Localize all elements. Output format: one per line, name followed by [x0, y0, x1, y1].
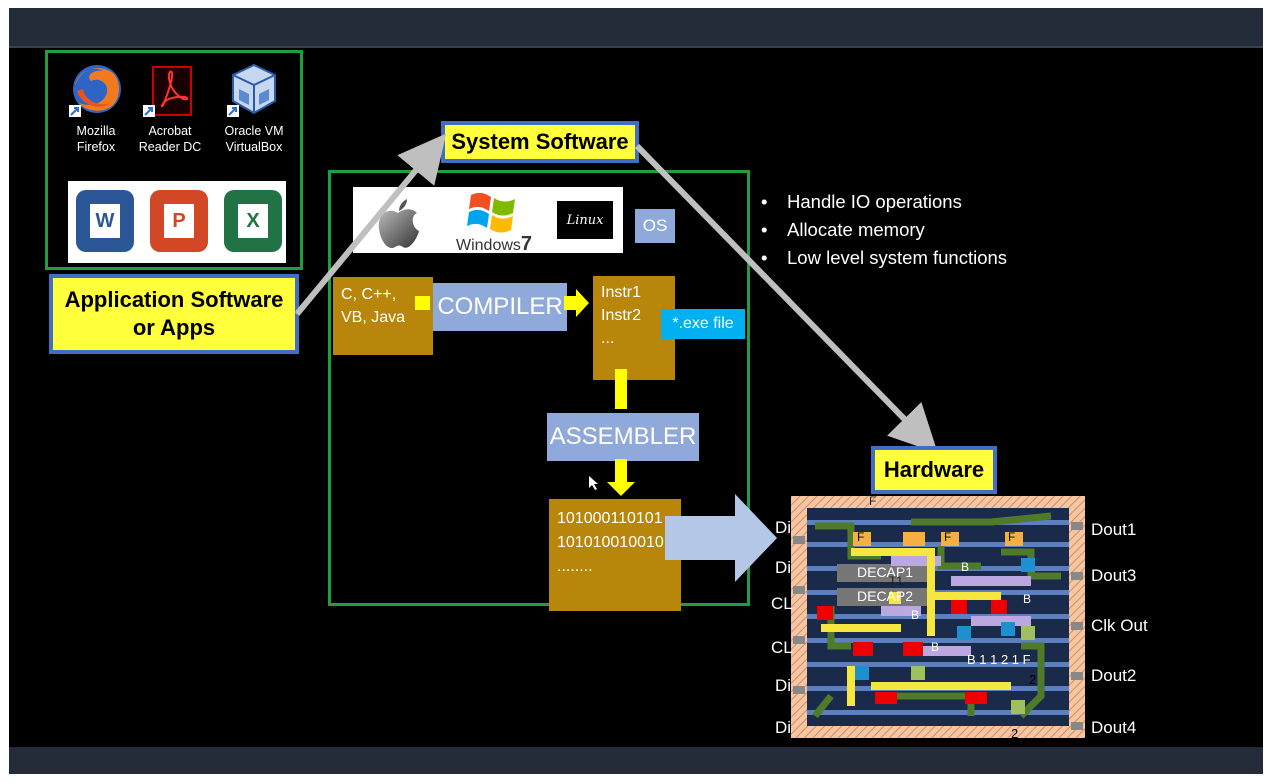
word-icon[interactable]: W [76, 190, 134, 252]
chip-cell-text: F [869, 494, 877, 508]
chip-cell-text: 2 [1011, 726, 1019, 741]
system-to-hardware-arrow [634, 143, 938, 454]
windows7-text: Windows7 [449, 233, 539, 256]
windows-version: 7 [520, 233, 533, 255]
bullet-dot-icon: • [761, 247, 768, 268]
powerpoint-letter: P [164, 204, 194, 238]
binary-to-hardware-arrow [665, 494, 777, 582]
chip-cell-text: T1 [889, 574, 904, 588]
firefox-icon [69, 65, 121, 117]
assembler-box: ASSEMBLER [547, 413, 699, 461]
excel-icon[interactable]: X [224, 190, 282, 252]
decap1-label: DECAP1 [857, 564, 914, 580]
pin-label-left: CL [771, 594, 793, 613]
bullet-item: •Handle IO operations [761, 188, 1007, 216]
compiler-to-instr-arrow [564, 289, 589, 317]
compiler-box: COMPILER [433, 283, 567, 331]
pin-label-right: Dout4 [1091, 718, 1137, 737]
decap1-cell [837, 564, 927, 582]
chip-cell-text: F [944, 530, 952, 544]
top-bar [9, 8, 1263, 48]
mouse-cursor-icon [589, 476, 598, 490]
firefox-label: Mozilla Firefox [76, 124, 116, 154]
word-letter: W [90, 204, 120, 238]
virtualbox-label: Oracle VM VirtualBox [224, 124, 284, 154]
chip-cell-text: B 1 1 2 1 F [967, 652, 1031, 667]
languages-box: C, C++, VB, Java [333, 277, 433, 355]
windows-text: Windows [455, 237, 521, 254]
decap2-label: DECAP2 [857, 588, 914, 604]
office-icons-bar: W P X [68, 181, 286, 263]
pin-label-right: Dout3 [1091, 566, 1137, 585]
binary-code-box: 101000110101 101010010010 ........ [549, 499, 681, 611]
acrobat-shortcut[interactable]: Acrobat Reader DC [130, 61, 210, 155]
lang-to-compiler-arrow [415, 296, 430, 310]
exe-file-box: *.exe file [661, 309, 745, 339]
chip-cell-text: B [1023, 592, 1032, 606]
bottom-bar [9, 747, 1263, 774]
linux-logo: Linux [557, 201, 613, 239]
slide-frame: Mozilla Firefox Acrobat Reader DC Oracle [9, 8, 1263, 774]
pin-label-left: Di [775, 676, 792, 695]
chip-layout: DECAP1 DECAP2 F F F F B B B B 2 2 B 1 1 … [791, 494, 1085, 741]
bullet-dot-icon: • [761, 191, 768, 212]
pin-label-left: CL [771, 638, 793, 657]
chip-cell-text: B [931, 640, 940, 654]
virtualbox-shortcut[interactable]: Oracle VM VirtualBox [214, 61, 294, 155]
acrobat-icon [143, 66, 192, 117]
pin-label-right: Dout1 [1091, 520, 1137, 539]
instr-to-assembler-arrow [615, 369, 627, 409]
firefox-shortcut[interactable]: Mozilla Firefox [56, 61, 136, 155]
pin-label-left: Di [775, 558, 792, 577]
hardware-label: Hardware [871, 446, 997, 494]
bullet-dot-icon: • [761, 219, 768, 240]
pin-label-right: Dout2 [1091, 666, 1137, 685]
chip-cell-text: 2 [1029, 672, 1037, 687]
assembler-to-binary-arrow [607, 459, 635, 496]
powerpoint-icon[interactable]: P [150, 190, 208, 252]
acrobat-label: Acrobat Reader DC [138, 124, 202, 154]
pin-label-left: Di [775, 518, 792, 537]
system-software-label: System Software [441, 121, 639, 163]
app-to-system-arrow [294, 133, 447, 316]
system-functions-list: •Handle IO operations •Allocate memory •… [761, 188, 1007, 272]
arrows-layer [294, 133, 938, 582]
bullet-item: •Allocate memory [761, 216, 1007, 244]
apple-icon [378, 199, 419, 249]
bullet-item: •Low level system functions [761, 244, 1007, 272]
os-label: OS [635, 209, 675, 243]
chip-cell-text: B [961, 560, 970, 574]
windows7-logo: Windows7 [449, 189, 539, 256]
application-icons-box: Mozilla Firefox Acrobat Reader DC Oracle [45, 50, 303, 270]
os-logos-bar: Windows7 Linux [353, 187, 623, 256]
virtualbox-icon [227, 63, 276, 117]
chip-cell-text: F [857, 530, 865, 544]
windows-flag-icon [467, 192, 515, 233]
chip-layout-drawing [791, 496, 1085, 738]
decap2-cell [837, 588, 927, 606]
system-software-box: Windows7 Linux OS C, C++, VB, Java COMPI… [328, 170, 750, 611]
pin-label-right: Clk Out [1091, 616, 1148, 635]
excel-letter: X [238, 204, 268, 238]
chip-cell-text: B [911, 608, 920, 622]
chip-cell-text: F [1008, 530, 1016, 544]
pin-label-left: Di [775, 718, 792, 737]
